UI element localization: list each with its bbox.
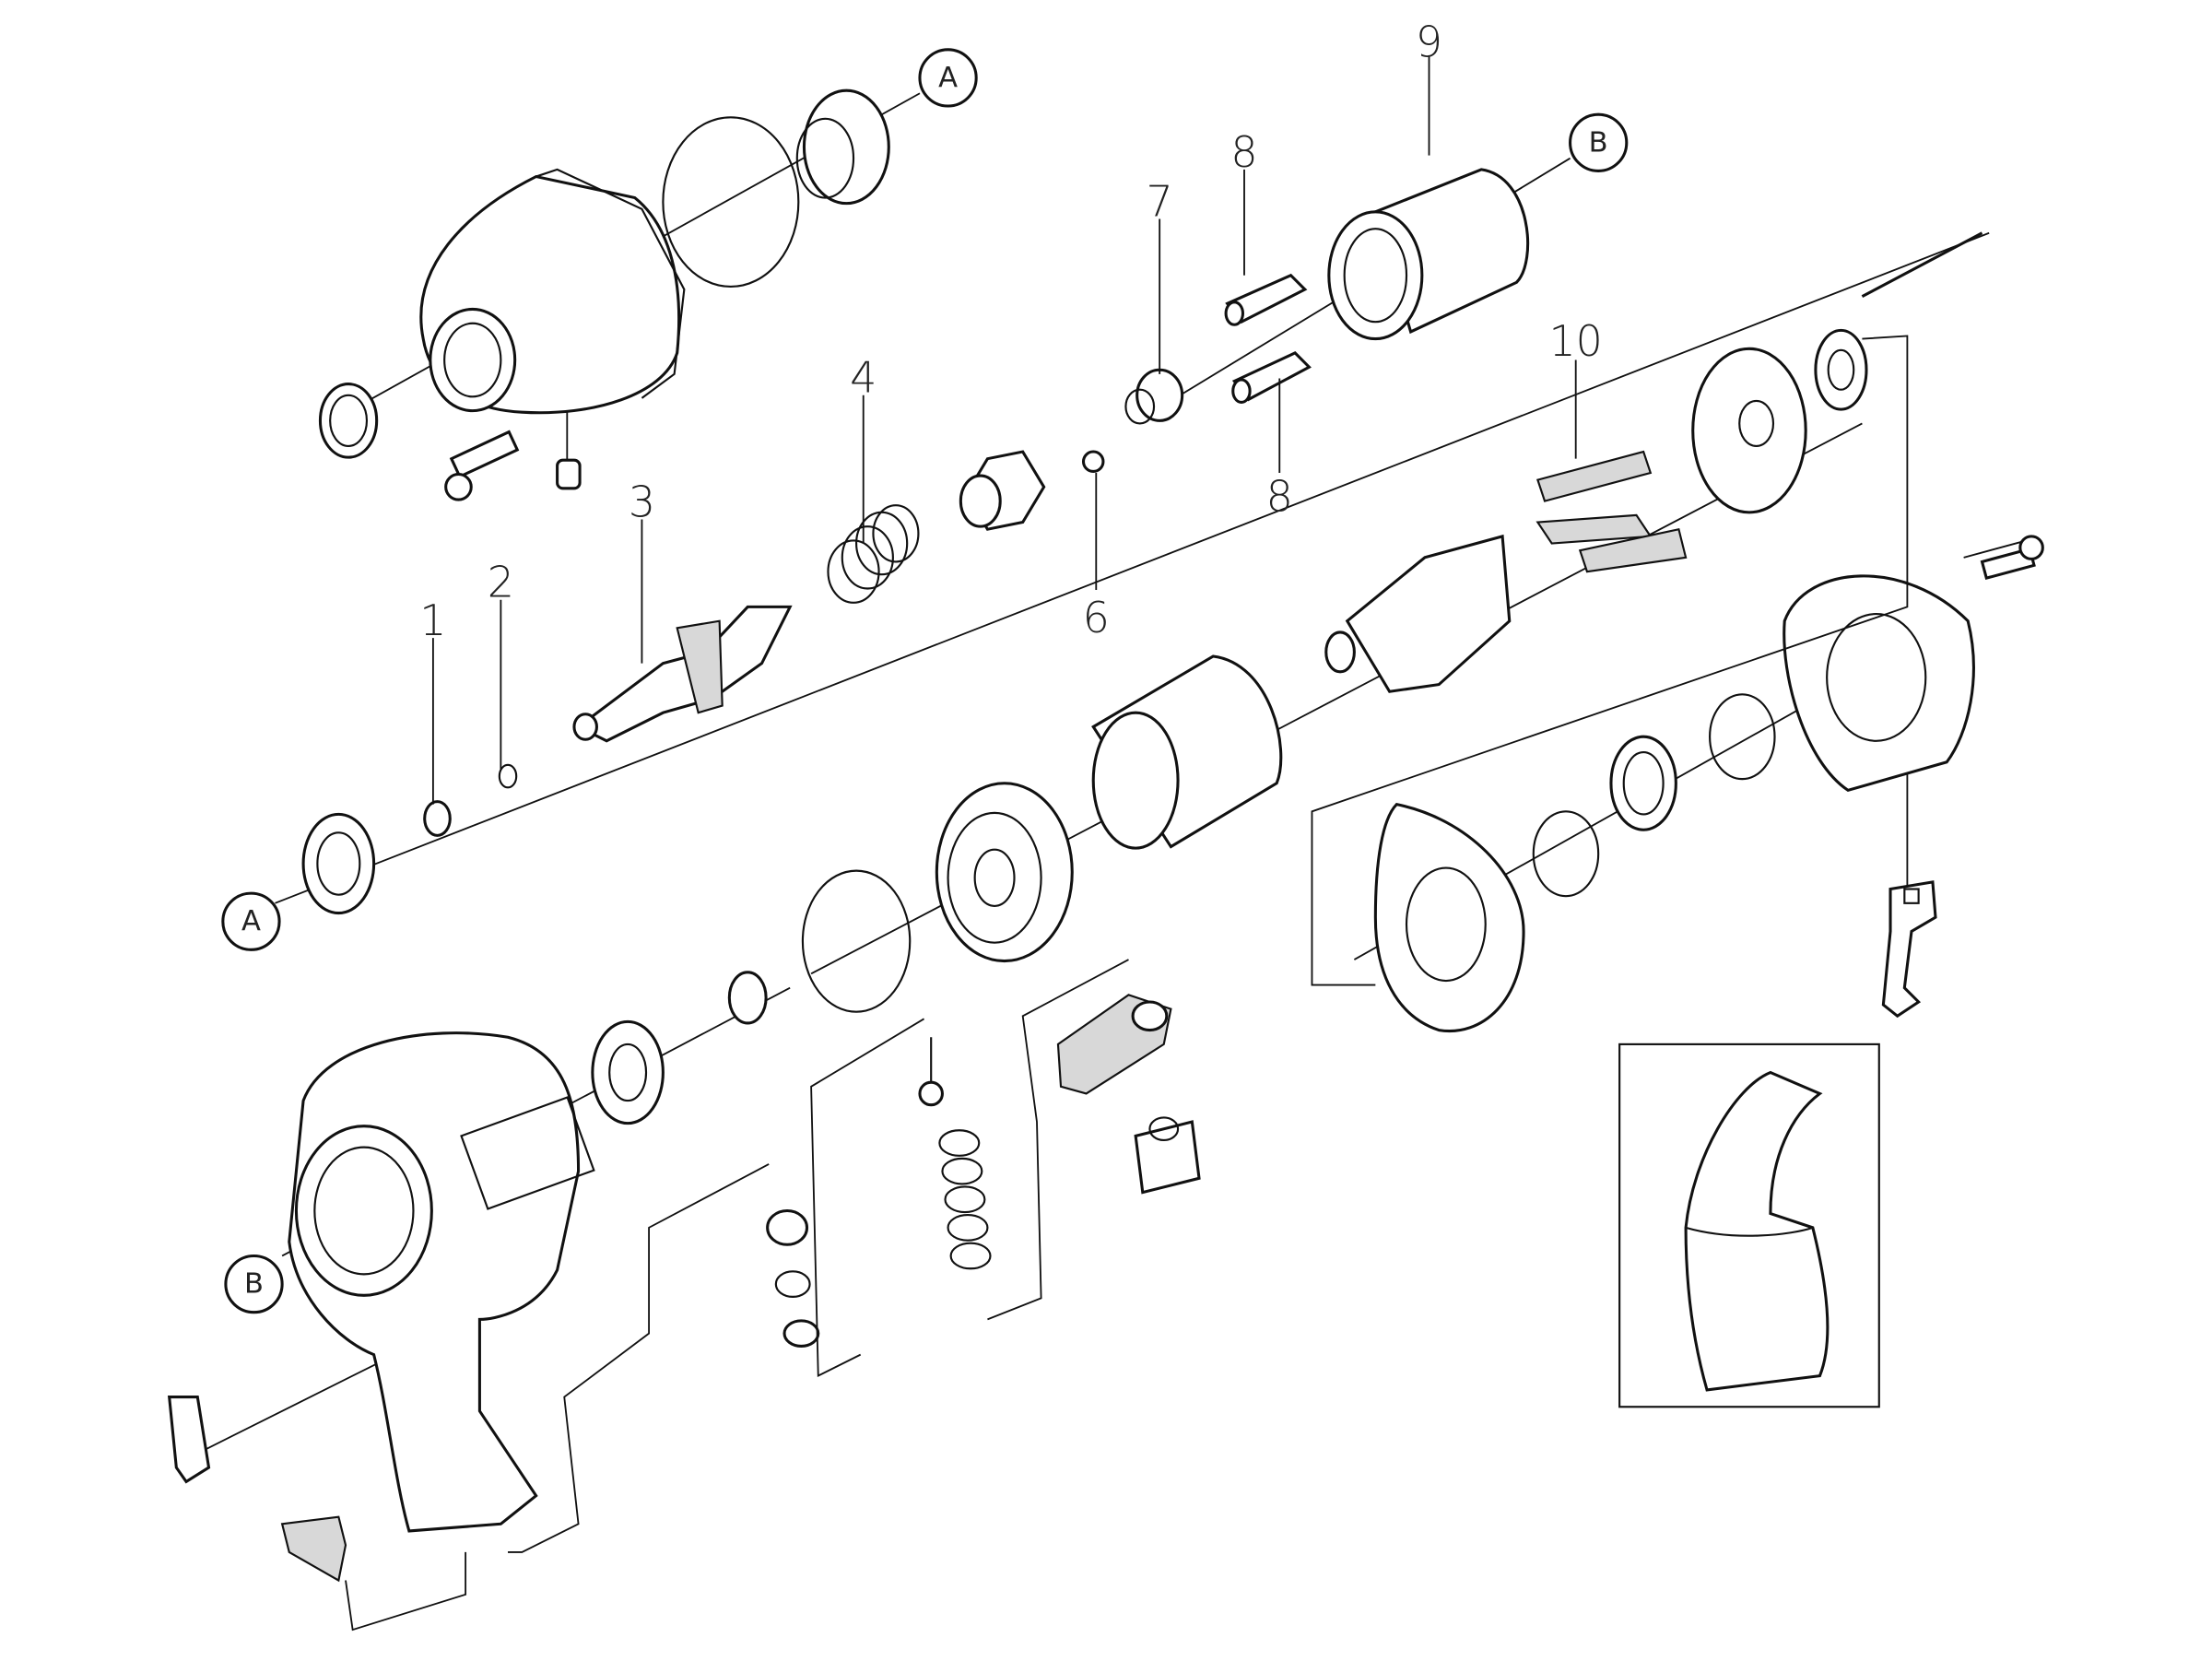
connector-a-top: A — [938, 62, 958, 94]
bracket-3 — [987, 959, 1129, 1321]
bolt — [1980, 535, 2044, 581]
handle-pad — [280, 1515, 347, 1583]
bracket-1 — [508, 1163, 770, 1553]
spring-4 — [827, 504, 920, 604]
label-10: 10 — [1548, 316, 1602, 366]
rear-o-ring — [1709, 693, 1776, 781]
label-1: 1 — [419, 595, 446, 645]
front-plate — [935, 782, 1074, 963]
rod — [1861, 231, 1983, 299]
ball-6 — [1081, 450, 1105, 473]
valve-stack — [766, 1208, 820, 1348]
pins-8 — [1224, 273, 1312, 404]
bracket-2 — [810, 1018, 925, 1378]
small-ring — [727, 971, 768, 1025]
o-ring-1 — [423, 800, 452, 837]
anvil — [572, 605, 793, 743]
vanes-10 — [1535, 450, 1688, 573]
connector-callouts: A B A B — [221, 48, 1629, 1314]
bracket-4 — [345, 1551, 467, 1632]
case-o-ring — [662, 116, 800, 289]
connector-b-top: B — [1589, 126, 1608, 159]
washer-2 — [498, 763, 518, 789]
label-6: 6 — [1083, 593, 1110, 642]
exhaust-deflector — [1056, 994, 1172, 1095]
end-plate — [1691, 347, 1807, 514]
front-bearing — [591, 1019, 665, 1125]
label-7: 7 — [1147, 176, 1173, 226]
connector-a-left: A — [241, 905, 261, 937]
rotor — [1324, 534, 1512, 693]
gasket — [1373, 803, 1525, 1033]
throttle-spring — [918, 1037, 992, 1270]
motor-housing — [288, 1031, 595, 1533]
label-9: 9 — [1416, 17, 1442, 66]
cylinder — [1091, 654, 1283, 850]
seal-a — [301, 812, 376, 915]
reverse-lever — [1881, 880, 1937, 1019]
hammer-case — [419, 168, 686, 415]
label-8-top: 8 — [1230, 127, 1257, 177]
plate-o-ring — [801, 869, 912, 1013]
air-inlet — [1134, 1116, 1201, 1195]
trigger — [167, 1396, 211, 1484]
inset-grip-view — [1618, 1043, 1880, 1408]
valve-o-ring — [1532, 810, 1600, 898]
bushing-7 — [1124, 368, 1184, 425]
hammer-9 — [1327, 168, 1530, 341]
bracket-rear — [1311, 335, 1909, 986]
reverse-valve — [1609, 735, 1677, 831]
hammer-cage — [959, 450, 1046, 531]
label-8-bottom: 8 — [1266, 471, 1293, 521]
front-seal — [318, 383, 379, 459]
connector-b-lower: B — [244, 1268, 264, 1301]
back-cover — [1783, 574, 1975, 793]
rear-bearing — [1814, 328, 1868, 411]
label-3: 3 — [629, 477, 655, 526]
case-screw — [444, 430, 520, 501]
part-labels: 9 8 7 4 10 8 3 2 1 6 — [419, 17, 1603, 805]
bushing — [795, 88, 890, 206]
label-2: 2 — [488, 558, 514, 607]
label-4: 4 — [850, 353, 877, 403]
dowel-pin — [556, 458, 582, 490]
